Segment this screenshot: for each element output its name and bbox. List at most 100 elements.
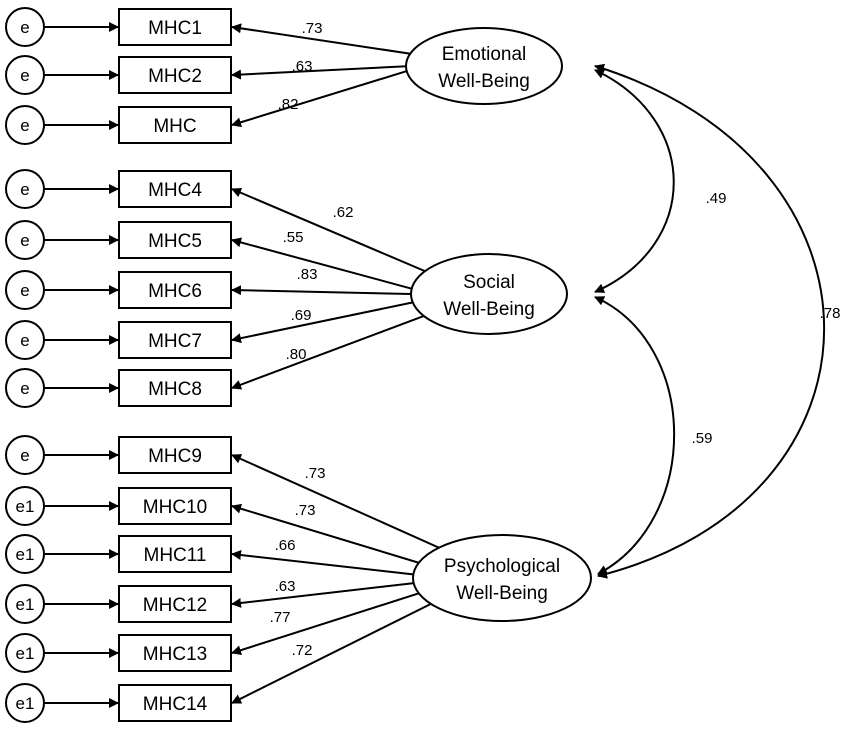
indicator-box-mhc1 — [118, 8, 232, 46]
correlation-label-social-psychological: .59 — [692, 430, 713, 447]
error-circle-mhc — [5, 105, 45, 145]
indicator-box-mhc6 — [118, 271, 232, 309]
error-label-mhc9: e — [20, 446, 29, 465]
error-circle-mhc6 — [5, 270, 45, 310]
loading-arrow-mhc10 — [231, 503, 428, 567]
indicator-label-mhc9: MHC9 — [148, 446, 202, 467]
correlation-label-emotional-psychological: .78 — [820, 305, 841, 322]
loading-arrow-mhc14 — [231, 595, 447, 704]
correlation-curve-social-psychological — [594, 296, 676, 575]
loading-label-mhc11: .66 — [275, 537, 296, 554]
loading-arrow-mhc1 — [231, 23, 419, 56]
correlation-curve-emotional-social — [594, 69, 675, 293]
factor-ellipse-social — [410, 253, 568, 335]
indicator-box-mhc11 — [118, 535, 232, 573]
loading-label-mhc10: .73 — [295, 502, 316, 519]
loading-arrow-mhc2 — [231, 65, 413, 80]
factor-label-emotional-line2: Well-Being — [438, 71, 530, 92]
loading-arrow-mhc7 — [231, 300, 417, 344]
loading-label-mhc13: .77 — [270, 609, 291, 626]
indicator-label-mhc13: MHC13 — [143, 644, 207, 665]
factor-label-emotional-line1: Emotional — [442, 44, 527, 65]
error-circle-mhc7 — [5, 320, 45, 360]
loading-label-mhc7: .69 — [291, 307, 312, 324]
indicator-box-mhc12 — [118, 585, 232, 623]
indicator-label-mhc5: MHC5 — [148, 231, 202, 252]
error-label-mhc13: e1 — [16, 644, 35, 663]
loading-label-mhc2: .63 — [292, 58, 313, 75]
indicator-label-mhc7: MHC7 — [148, 331, 202, 352]
indicator-box-mhc9 — [118, 436, 232, 474]
indicator-label-mhc11: MHC11 — [144, 545, 207, 566]
indicator-box-mhc14 — [118, 684, 232, 722]
loading-label-mhc5: .55 — [283, 229, 304, 246]
indicator-box-mhc5 — [118, 221, 232, 259]
loading-arrow-mhc — [231, 69, 409, 128]
indicator-label-mhc6: MHC6 — [148, 281, 202, 302]
loading-label-mhc4: .62 — [333, 204, 354, 221]
factor-ellipse-emotional — [405, 27, 563, 105]
error-circle-mhc9 — [5, 435, 45, 475]
loading-label-mhc14: .72 — [292, 642, 313, 659]
loading-label-mhc8: .80 — [286, 346, 307, 363]
loading-arrow-mhc11 — [231, 550, 415, 576]
factor-ellipse-psychological — [412, 534, 592, 622]
error-circle-mhc2 — [5, 55, 45, 95]
error-label-mhc11: e1 — [16, 545, 35, 564]
indicator-label-mhc12: MHC12 — [143, 595, 207, 616]
error-circle-mhc13 — [5, 633, 45, 673]
error-circle-mhc4 — [5, 169, 45, 209]
error-circle-mhc12 — [5, 584, 45, 624]
indicator-label-mhc14: MHC14 — [143, 694, 208, 715]
indicator-box-mhc8 — [118, 369, 232, 407]
indicator-label-mhc10: MHC10 — [143, 497, 207, 518]
indicator-label-mhc4: MHC4 — [148, 180, 202, 201]
error-label-mhc5: e — [20, 231, 29, 250]
error-label-mhc4: e — [20, 180, 29, 199]
loading-label-mhc1: .73 — [302, 20, 323, 37]
indicator-box-mhc10 — [118, 487, 232, 525]
indicator-label-mhc1: MHC1 — [148, 18, 202, 39]
loading-arrow-mhc4 — [231, 187, 440, 279]
error-label-mhc7: e — [20, 331, 29, 350]
loading-arrow-mhc13 — [231, 589, 428, 656]
error-label-mhc2: e — [20, 66, 29, 85]
indicator-box-mhc4 — [118, 170, 232, 208]
correlation-label-emotional-social: .49 — [706, 190, 727, 207]
indicator-box-mhc2 — [118, 56, 232, 94]
error-label-mhc12: e1 — [16, 595, 35, 614]
indicator-box-mhc13 — [118, 634, 232, 672]
error-label-mhc8: e — [20, 379, 29, 398]
error-label-mhc: e — [20, 116, 29, 135]
error-label-mhc10: e1 — [16, 497, 35, 516]
indicator-label-mhc: MHC — [153, 116, 196, 137]
loading-arrow-mhc8 — [231, 309, 439, 390]
loading-arrow-mhc12 — [231, 581, 416, 608]
factor-label-social-line2: Well-Being — [443, 299, 535, 320]
loading-label-mhc9: .73 — [305, 465, 326, 482]
loading-label-mhc: .82 — [278, 96, 299, 113]
factor-label-psychological-line1: Psychological — [444, 556, 560, 577]
error-circle-mhc8 — [5, 368, 45, 408]
error-label-mhc1: e — [20, 18, 29, 37]
indicator-box-mhc7 — [118, 321, 232, 359]
error-circle-mhc14 — [5, 683, 45, 723]
loading-arrow-mhc5 — [231, 237, 414, 291]
loading-arrow-mhc6 — [231, 285, 412, 296]
error-circle-mhc10 — [5, 486, 45, 526]
correlation-curve-emotional-psychological — [594, 63, 826, 579]
loading-label-mhc6: .83 — [297, 266, 318, 283]
error-label-mhc6: e — [20, 281, 29, 300]
indicator-box-mhc — [118, 106, 232, 144]
loading-arrow-mhc9 — [231, 454, 461, 559]
factor-label-social-line1: Social — [463, 272, 515, 293]
error-circle-mhc1 — [5, 7, 45, 47]
indicator-label-mhc8: MHC8 — [148, 379, 202, 400]
loading-label-mhc12: .63 — [275, 578, 296, 595]
error-circle-mhc11 — [5, 534, 45, 574]
factor-label-psychological-line2: Well-Being — [456, 583, 548, 604]
error-label-mhc14: e1 — [16, 694, 35, 713]
error-circle-mhc5 — [5, 220, 45, 260]
indicator-label-mhc2: MHC2 — [148, 66, 202, 87]
